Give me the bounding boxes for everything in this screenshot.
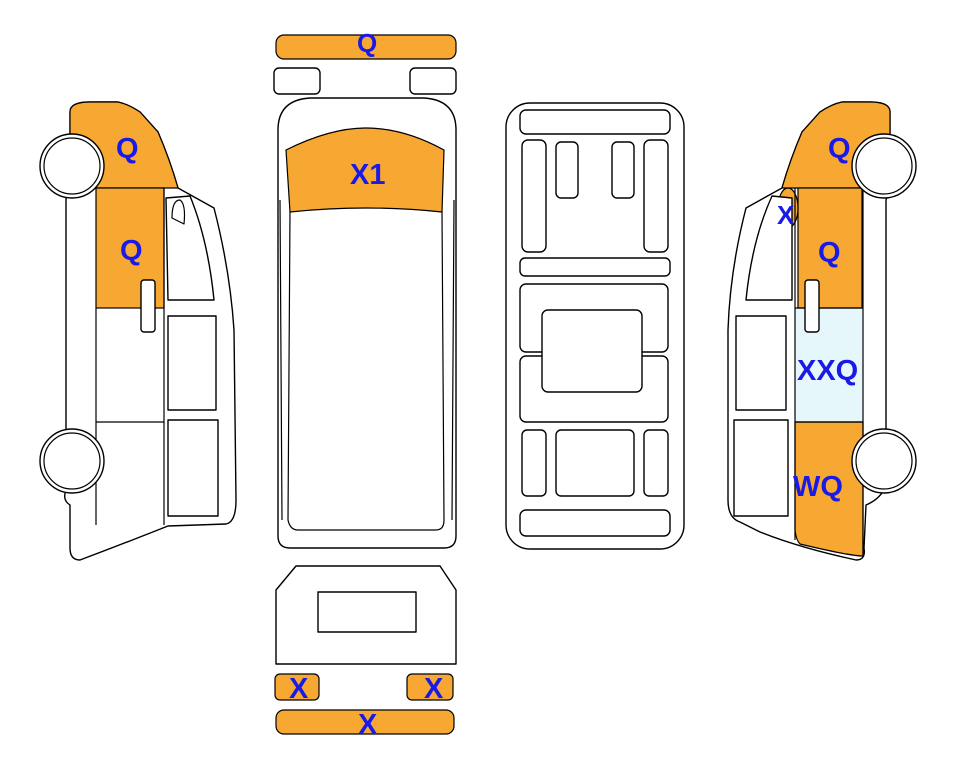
marker-left-front-door: Q <box>120 235 143 267</box>
marker-right-sliding-door: XXQ <box>797 355 858 387</box>
left-rear-wheel <box>39 428 105 494</box>
rear-left-light-damage <box>274 673 320 701</box>
interior-view <box>505 102 685 550</box>
left-headlight <box>273 67 321 95</box>
marker-rear-left-light: X <box>289 673 309 705</box>
rear-right-light-damage <box>406 673 454 701</box>
right-rear-wheel <box>851 428 917 494</box>
right-side-window-front <box>745 195 793 301</box>
right-headlight <box>409 67 457 95</box>
rear-bumper-damage <box>275 709 455 735</box>
marker-right-mirror: X <box>777 200 795 230</box>
marker-rear-bumper: X <box>358 709 378 741</box>
marker-right-front-fender: Q <box>828 133 851 165</box>
left-front-wheel <box>39 133 105 199</box>
right-side-view: Q X Q XXQ WQ <box>727 101 917 561</box>
marker-right-rear-quarter: WQ <box>793 471 843 503</box>
rear-window <box>317 591 417 633</box>
marker-front-bumper: Q <box>357 28 377 58</box>
left-side-view: Q Q <box>39 101 237 561</box>
top-front-view: Q X1 <box>273 28 457 549</box>
left-side-window-front <box>165 195 215 301</box>
windshield-damage <box>285 127 445 213</box>
marker-left-front-fender: Q <box>116 133 139 165</box>
marker-rear-right-light: X <box>424 673 444 705</box>
right-front-wheel <box>851 133 917 199</box>
top-view-body-outline <box>277 97 457 549</box>
front-bumper-damage <box>275 34 457 60</box>
interior-center-table <box>541 309 643 393</box>
rear-view: X X X <box>274 565 457 741</box>
right-rear-quarter-damage <box>794 421 864 557</box>
marker-windshield: X1 <box>350 159 385 191</box>
marker-right-front-door: Q <box>818 237 841 269</box>
